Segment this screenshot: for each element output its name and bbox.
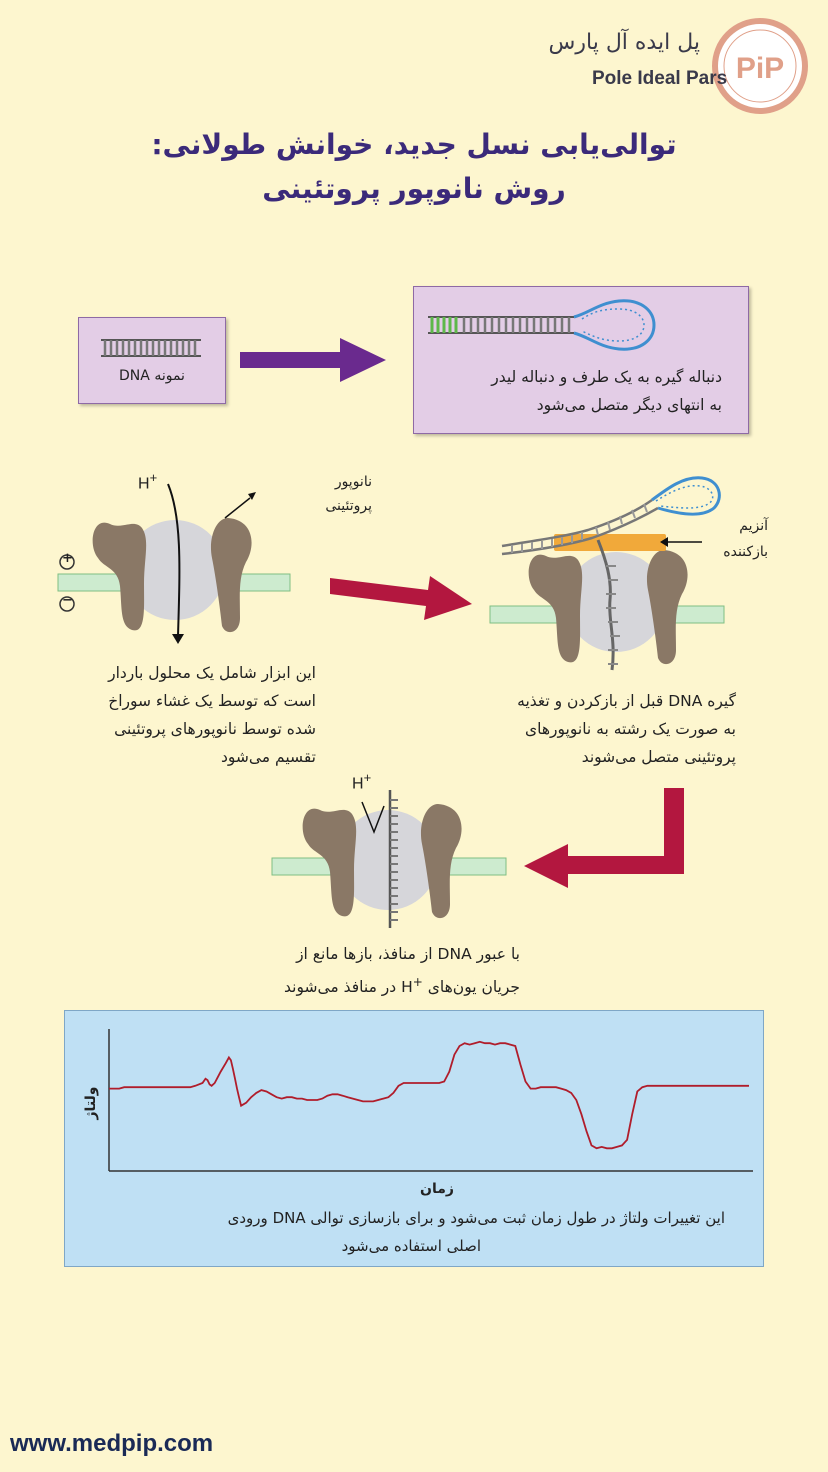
dna-sample-label: نمونه DNA [119,368,185,384]
proton-flow-arrow [167,483,181,637]
x-axis-label: زمان [420,1181,454,1197]
protein-right [646,550,688,665]
ion-symbol: H [401,978,413,997]
proton-symbol: H [352,775,364,793]
logo-emblem-icon: PiP [712,18,808,114]
brand-name-en: Pole Ideal Pars [592,68,728,89]
protein-left [92,522,147,631]
blocked-proton-path [361,801,385,835]
proton-label-step4: H+ [352,770,371,793]
voltage-chart-panel: ولتاژ زمان این تغییرات ولتاژ در طول زمان… [64,1010,764,1267]
brand-name-fa: پل ایده آل پارس [548,30,700,55]
adapter-box: دنباله گیره به یک طرف و دنباله لیدر به ا… [413,286,749,434]
voltage-trace-chart: ولتاژ زمان [83,1029,753,1197]
dna-hairpin-icon [428,299,656,351]
proton-symbol: H [138,475,150,493]
dna-translocation-illustration [271,790,507,928]
arrow-step3-icon [524,788,684,888]
page-title-line1: توالی‌یابی نسل جدید، خوانش طولانی: [151,128,677,161]
arrow-step2-icon [330,576,472,620]
page-title-line2: روش نانوپور پروتئینی [262,172,566,205]
nanopore-label-line1: نانوپور [334,474,372,490]
adapter-caption-line2: به انتهای دیگر متصل می‌شود [536,396,722,414]
pore-channel [338,810,438,910]
dna-ladder-icon [101,339,201,357]
proton-charge: + [363,770,372,785]
dna-duplex-top [501,498,653,548]
brand-logo: PiP [710,16,810,116]
step4-caption-line2-part2: در منافذ می‌شوند [284,978,397,997]
step4-caption-line2-part1: جریان یون‌های [427,978,520,997]
footer-url: www.medpip.com [10,1430,214,1457]
pore-channel [125,520,225,620]
step2-caption-line1: این ابزار شامل یک محلول باردار [108,664,316,682]
voltage-trace-line [109,1040,749,1150]
svg-text:PiP: PiP [736,52,784,85]
dna-hairpin-loop [651,476,721,516]
step2-caption-line4: تقسیم می‌شود [220,748,316,766]
proton-label-step2: H+ [138,470,157,493]
dna-sample-box: نمونه DNA [78,317,226,404]
terminal-minus-sign: − [62,593,73,608]
step4-caption-line1: با عبور DNA از منافذ، بازها مانع از [296,945,520,963]
protein-right [420,804,462,919]
arrow-step1-icon [240,338,386,382]
terminal-plus-sign: + [62,551,73,566]
step3-caption-line1: گیره DNA قبل از بازکردن و تغذیه [517,692,736,710]
step3-caption-line3: پروتئینی متصل می‌شوند [581,748,736,766]
plus-terminal-icon [59,554,75,570]
minus-terminal-icon [59,596,75,612]
protein-left [302,808,357,917]
nanopore-membrane-illustration [57,483,291,644]
adapter-caption-line1: دنباله گیره به یک طرف و دنباله لیدر [491,368,722,386]
step4-caption-line2: جریان یون‌های H+ در منافذ می‌شوند [274,968,520,1001]
protein-right [210,518,252,633]
chart-caption-line1: این تغییرات ولتاژ در طول زمان ثبت می‌شود… [227,1209,725,1227]
dna-strand-threading [596,539,615,671]
nanopore-label-line2: پروتئینی [325,498,372,514]
protein-left [528,554,583,663]
step2-caption-line2: است که توسط یک غشاء سوراخ [108,692,316,710]
enzyme-label-line1: آنزیم [739,518,768,534]
enzyme-label-line2: بازکننده [723,544,768,560]
y-axis-label: ولتاژ [83,1087,99,1121]
pore-channel [566,552,666,652]
proton-charge: + [149,470,158,485]
enzyme-unwinding-illustration [489,476,725,671]
step3-caption-line2: به صورت یک رشته به نانوپورهای [525,720,736,738]
step2-caption-line3: شده توسط نانوپورهای پروتئینی [114,720,316,738]
chart-caption-line2: اصلی استفاده می‌شود [341,1237,481,1255]
ion-charge: + [412,975,423,989]
step4-caption-ion: H+ [401,968,423,1001]
